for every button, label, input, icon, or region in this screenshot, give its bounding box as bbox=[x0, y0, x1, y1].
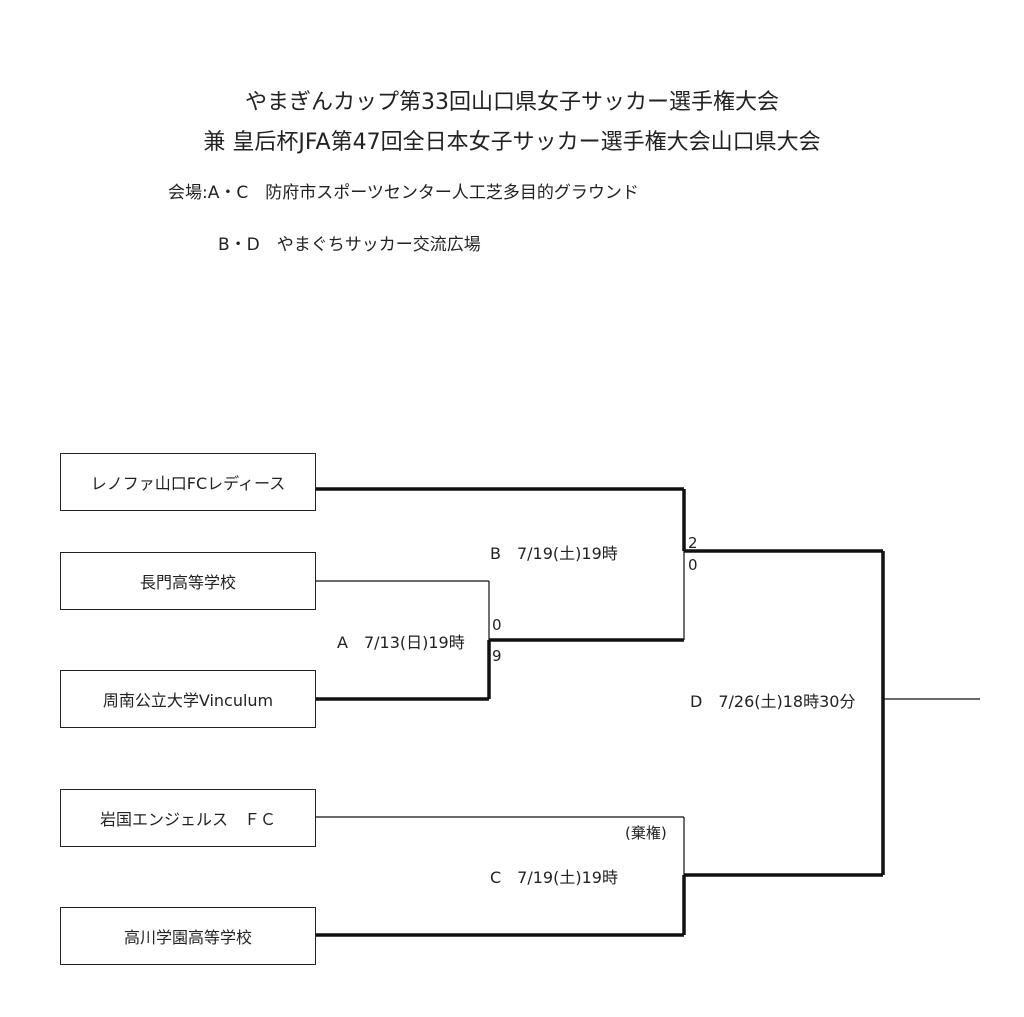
match-a-score-top: 0 bbox=[492, 616, 502, 634]
match-c-label: C 7/19(土)19時 bbox=[490, 868, 618, 887]
match-b-score-top: 2 bbox=[688, 534, 698, 552]
match-b-label: B 7/19(土)19時 bbox=[490, 544, 618, 563]
match-a-score-bottom: 9 bbox=[492, 647, 502, 665]
team-name: 高川学園高等学校 bbox=[123, 928, 252, 947]
venue-bd: B・D やまぐちサッカー交流広場 bbox=[218, 235, 481, 255]
team-box: レノファ山口FCレディース bbox=[60, 453, 316, 511]
team-name: 岩国エンジェルス ＦＣ bbox=[99, 810, 276, 829]
match-c-forfeit-note: (棄権) bbox=[625, 824, 667, 842]
team-box: 岩国エンジェルス ＦＣ bbox=[60, 789, 316, 847]
team-box: 高川学園高等学校 bbox=[60, 907, 316, 965]
match-a-label: A 7/13(日)19時 bbox=[337, 633, 465, 652]
match-b-score-bottom: 0 bbox=[688, 556, 698, 574]
team-box: 長門高等学校 bbox=[60, 552, 316, 610]
tournament-subtitle: 兼 皇后杯JFA第47回全日本女子サッカー選手権大会山口県大会 bbox=[203, 130, 821, 155]
team-name: 長門高等学校 bbox=[139, 573, 236, 592]
team-box: 周南公立大学Vinculum bbox=[60, 670, 316, 728]
team-name: レノファ山口FCレディース bbox=[90, 474, 286, 493]
venue-ac: 会場:A・C 防府市スポーツセンター人工芝多目的グラウンド bbox=[168, 183, 639, 203]
team-name: 周南公立大学Vinculum bbox=[102, 691, 274, 710]
tournament-title: やまぎんカップ第33回山口県女子サッカー選手権大会 bbox=[245, 90, 779, 115]
match-d-label: D 7/26(土)18時30分 bbox=[690, 692, 856, 711]
